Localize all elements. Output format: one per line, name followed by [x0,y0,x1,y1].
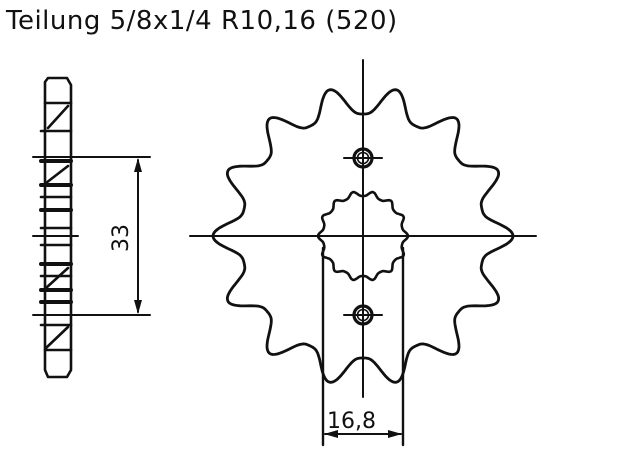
bolt-hole-bottom [343,304,383,326]
sprocket-outline [211,88,515,384]
spline-hub [316,190,410,282]
side-dimension-label: 33 [109,224,134,252]
bolt-hole-top [343,147,383,169]
front-view [189,59,537,447]
front-dimension-label: 16,8 [327,409,376,434]
drawing-title: Teilung 5/8x1/4 R10,16 (520) [6,6,398,36]
side-view [32,76,151,379]
